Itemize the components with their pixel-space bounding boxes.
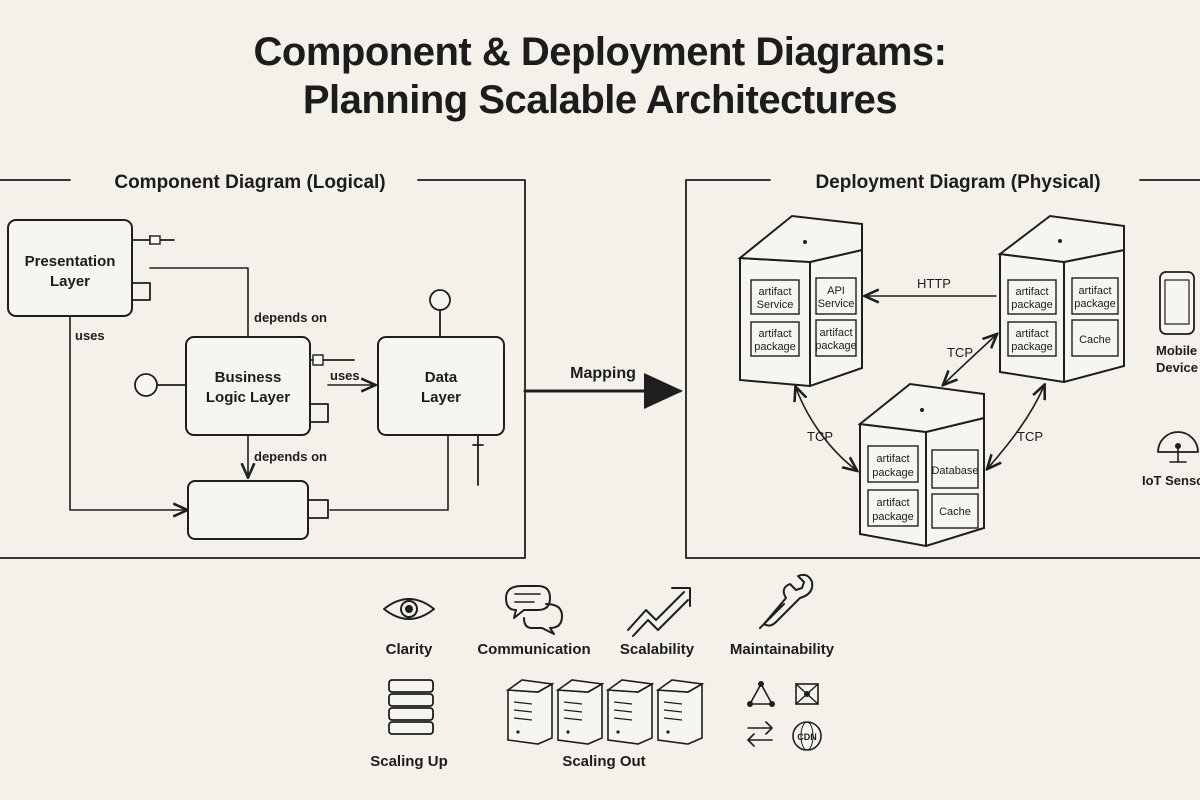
server-node-right: artifact package artifact package artifa… (997, 214, 1125, 384)
benefit-scalability-label: Scalability (620, 641, 695, 658)
server-node-left: artifact Service artifact package API Se… (737, 214, 863, 388)
deployment-diagram-heading: Deployment Diagram (Physical) (815, 172, 1100, 193)
data-layer-component: Data Layer (377, 289, 505, 486)
bottom-artifact-1-l2: package (872, 467, 914, 479)
bottom-component (187, 480, 329, 540)
wrench-icon (759, 573, 814, 629)
mobile-device-icon: Mobile Device (1156, 271, 1198, 375)
cdn-globe-icon: CDN (792, 721, 822, 751)
left-api-l2: Service (818, 298, 855, 310)
mapping-arrow: Mapping (523, 365, 683, 409)
link-tcp-left: TCP (807, 429, 833, 444)
right-artifact-2-l2: package (1011, 341, 1053, 353)
server-tower-1 (505, 679, 555, 745)
left-artifact-1-l2: Service (757, 299, 794, 311)
server-row-icon (505, 679, 705, 745)
component-diagram-heading: Component Diagram (Logical) (114, 172, 385, 193)
network-triangle-icon (747, 681, 775, 707)
link-http: HTTP (917, 276, 951, 291)
benefit-communication-label: Communication (477, 641, 590, 658)
bottom-cache: Cache (939, 506, 971, 518)
business-label-2: Logic Layer (206, 389, 290, 406)
component-edges: uses depends on uses depends on (69, 267, 449, 510)
server-node-bottom: artifact package artifact package Databa… (857, 382, 985, 548)
link-tcp-bottom-right: TCP (1017, 429, 1043, 444)
sync-arrows-icon (747, 721, 773, 747)
trend-up-icon (627, 587, 691, 637)
mapping-label: Mapping (570, 365, 636, 382)
left-artifact-3-l1: artifact (819, 327, 852, 339)
bottom-artifact-2-l2: package (872, 511, 914, 523)
right-cache: Cache (1079, 334, 1111, 346)
deployment-links: HTTP TCP TCP TCP (796, 276, 1044, 470)
right-artifact-3-l2: package (1074, 298, 1116, 310)
component-diagram-frame: Component Diagram (Logical) (0, 172, 526, 559)
left-artifact-2-l1: artifact (758, 328, 791, 340)
left-api-l1: API (827, 285, 845, 297)
edge-label-depends-top: depends on (254, 310, 327, 325)
title-line-1: Component & Deployment Diagrams: (253, 30, 947, 74)
eye-icon (383, 598, 435, 620)
edge-label-uses-left: uses (75, 328, 105, 343)
bottom-artifact-1-l1: artifact (876, 453, 909, 465)
left-artifact-3-l2: package (815, 340, 857, 352)
right-artifact-2-l1: artifact (1015, 328, 1048, 340)
data-label-1: Data (425, 369, 458, 386)
iot-label: IoT Sensor (1142, 473, 1200, 488)
edge-label-depends-bottom: depends on (254, 449, 327, 464)
presentation-label-1: Presentation (25, 253, 116, 270)
right-artifact-1-l2: package (1011, 299, 1053, 311)
server-tower-3 (605, 679, 655, 745)
deployment-diagram-frame: Deployment Diagram (Physical) (685, 172, 1200, 559)
network-mesh-icon (795, 683, 819, 705)
bottom-artifact-2-l1: artifact (876, 497, 909, 509)
page-title: Component & Deployment Diagrams: Plannin… (0, 28, 1200, 124)
link-tcp-right: TCP (947, 345, 973, 360)
left-artifact-1-l1: artifact (758, 286, 791, 298)
cdn-text: CDN (797, 732, 817, 742)
mobile-label-2: Device (1156, 360, 1198, 375)
right-artifact-1-l1: artifact (1015, 286, 1048, 298)
data-label-2: Layer (421, 389, 461, 406)
benefit-clarity-label: Clarity (386, 641, 433, 658)
benefit-maintainability-label: Maintainability (730, 641, 835, 658)
presentation-layer-component: Presentation Layer (7, 219, 175, 317)
bottom-database: Database (931, 465, 978, 477)
server-tower-2 (555, 679, 605, 745)
speech-bubbles-icon (505, 585, 563, 635)
right-artifact-3-l1: artifact (1078, 285, 1111, 297)
edge-label-uses-mid: uses (330, 368, 360, 383)
stacked-servers-icon (388, 679, 434, 735)
business-label-1: Business (215, 369, 282, 386)
title-line-2: Planning Scalable Architectures (302, 78, 898, 122)
scaling-out-label: Scaling Out (562, 753, 645, 770)
left-artifact-2-l2: package (754, 341, 796, 353)
server-tower-4 (655, 679, 705, 745)
business-logic-component: Business Logic Layer (134, 336, 355, 436)
iot-sensor-icon: IoT Sensor (1142, 431, 1200, 488)
mobile-label-1: Mobile (1156, 343, 1197, 358)
scaling-up-label: Scaling Up (370, 753, 448, 770)
presentation-label-2: Layer (50, 273, 90, 290)
